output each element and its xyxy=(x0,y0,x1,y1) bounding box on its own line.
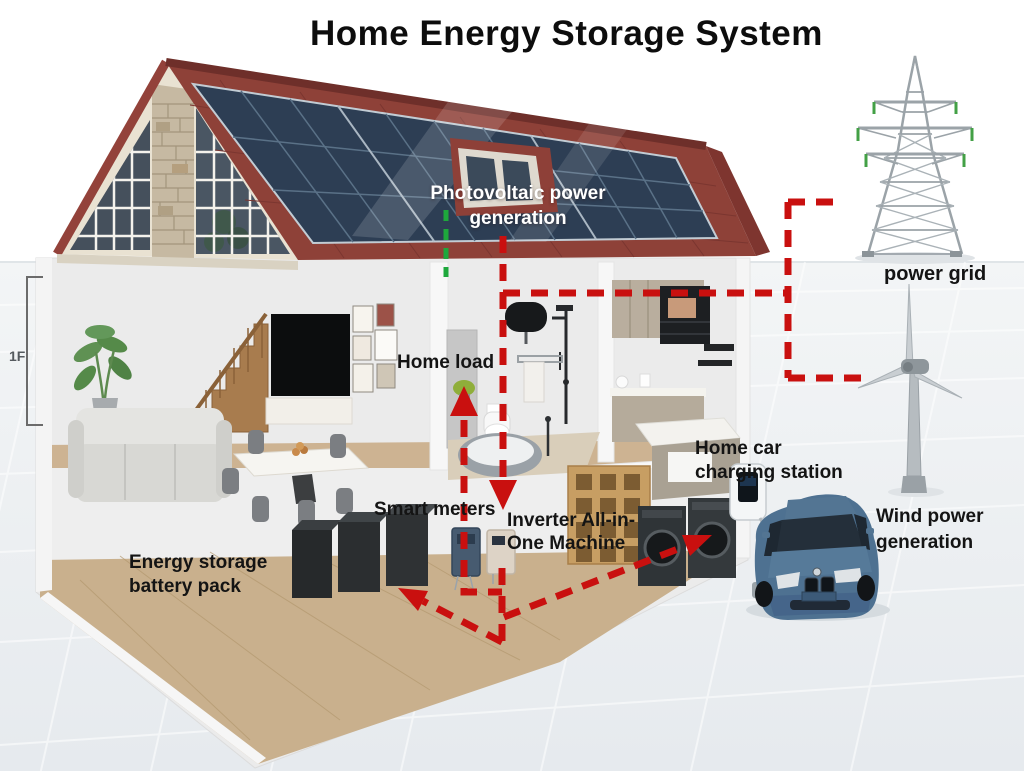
house-cutaway xyxy=(35,257,751,769)
label-inverter-line2: One Machine xyxy=(507,533,626,554)
label-photovoltaic-line1: Photovoltaic power xyxy=(430,183,606,204)
label-wind-line1: Wind power xyxy=(876,506,984,527)
label-inverter: Inverter All-in- One Machine xyxy=(507,509,635,555)
page-title: Home Energy Storage System xyxy=(310,14,823,53)
skylight-window xyxy=(450,138,558,216)
label-wind-power: Wind power generation xyxy=(876,504,984,556)
label-car-charging: Home car charging station xyxy=(695,437,843,485)
label-battery-line2: battery pack xyxy=(129,576,241,597)
flow-lines xyxy=(398,198,862,646)
label-smart-meters: Smart meters xyxy=(374,499,496,520)
arrowhead-battery xyxy=(398,588,428,611)
arrowhead-down-inverter xyxy=(489,480,517,510)
battery-cabinets xyxy=(292,504,438,598)
label-photovoltaic: Photovoltaic power generation xyxy=(392,181,644,231)
label-photovoltaic-line2: generation xyxy=(469,208,567,229)
wine-rack xyxy=(567,465,651,565)
label-battery-pack: Energy storage battery pack xyxy=(129,551,267,599)
label-car-charging-line2: charging station xyxy=(695,462,843,483)
transmission-tower-illustration xyxy=(855,55,975,264)
bathroom-fixtures xyxy=(448,302,600,480)
gallery-wall xyxy=(352,303,398,393)
flow-to-charger xyxy=(502,541,690,621)
stone-chimney xyxy=(152,84,194,258)
floor-bracket xyxy=(26,276,43,426)
label-battery-line1: Energy storage xyxy=(129,552,268,573)
label-power-grid: power grid xyxy=(884,263,987,285)
kitchen-units xyxy=(610,280,741,500)
label-home-load: Home load xyxy=(397,352,495,373)
arrowhead-charger xyxy=(682,535,712,556)
label-car-charging-line1: Home car xyxy=(695,438,782,459)
living-room-furniture xyxy=(68,303,398,526)
arrowhead-up-home-load xyxy=(450,386,478,416)
ev-car-illustration xyxy=(746,494,890,621)
solar-roof xyxy=(165,58,770,260)
wind-turbine-illustration xyxy=(857,283,963,497)
flow-to-battery xyxy=(421,597,504,646)
flow-to-home-load xyxy=(460,420,502,596)
label-wind-line2: generation xyxy=(876,532,974,553)
dining-chairs xyxy=(222,430,353,526)
label-inverter-line1: Inverter All-in- xyxy=(507,510,636,531)
label-floor-1f: 1F xyxy=(9,348,26,364)
